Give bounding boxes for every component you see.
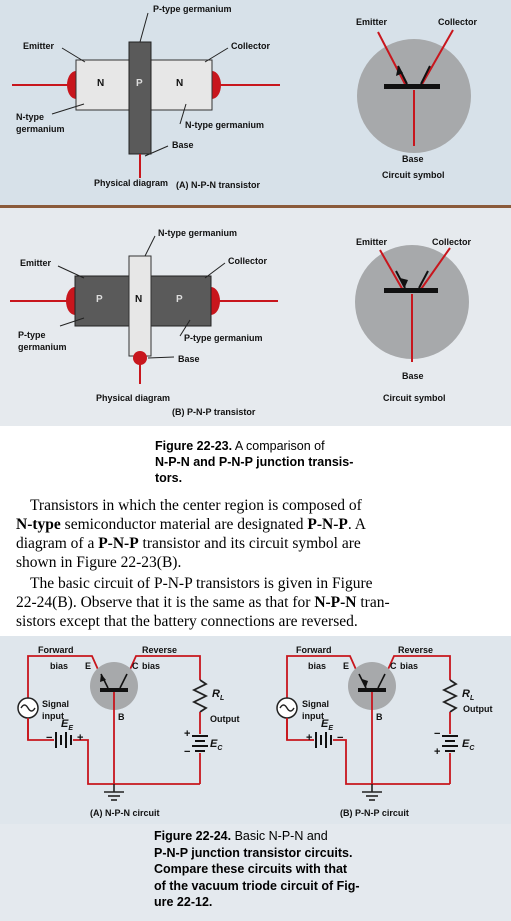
circuit-b-ec: EC [462, 738, 475, 753]
symbol-label-base: Base [402, 154, 424, 164]
symbol-label-collector: Collector [438, 17, 478, 27]
circuit-b-e: E [343, 661, 350, 671]
npn-circuit [17, 655, 209, 801]
circuit-a-caption: (A) N-P-N circuit [90, 808, 160, 818]
paragraph-pnp-circuit: The basic circuit of P-N-P transistors i… [16, 575, 390, 630]
sine-wave-icon [20, 704, 36, 712]
circuit-a-e: E [85, 661, 92, 671]
circuit-a-rl: RL [212, 688, 225, 703]
region-n-right: N [176, 78, 184, 89]
label-n-type-left-2: germanium [16, 124, 65, 134]
circuit-b-bias-right: bias [400, 661, 419, 671]
symbol-caption: Circuit symbol [382, 170, 445, 180]
circuit-a-bias-right: bias [142, 661, 161, 671]
region-p-left: P [96, 294, 103, 305]
circuit-a-reverse: Reverse [142, 645, 178, 655]
circuit-a-forward: Forward [38, 645, 74, 655]
npn-transistor-drawing [12, 12, 471, 178]
label-n-type-left-1: N-type [16, 112, 45, 122]
circuit-b-plus-right: + [434, 746, 441, 758]
circuit-b-forward: Forward [296, 645, 332, 655]
region-p-right: P [176, 294, 183, 305]
figure-22-23-caption: Figure 22-23. A comparison of N-P-N and … [155, 439, 354, 485]
label-base: Base [172, 140, 194, 150]
pnp-emitter-arrow-icon [400, 278, 408, 287]
circuit-b-caption: (B) P-N-P circuit [340, 808, 409, 818]
circuit-b-ee: EE [321, 718, 334, 733]
label-p-type-germanium: P-type germanium [153, 4, 232, 14]
load-resistor-a [191, 679, 209, 713]
circuit-b-output: Output [463, 704, 493, 714]
p-type-block [128, 41, 152, 155]
figure-divider [0, 205, 511, 208]
circuit-a-plus-left: + [77, 732, 84, 744]
figure-circuits-panel: Forward bias E C Reverse bias RL Output … [0, 636, 511, 824]
circuit-b-plus-left: + [306, 732, 313, 744]
n-type-block [128, 255, 152, 357]
figure-pnp-transistor-panel: N-type germanium Emitter Collector P-typ… [0, 208, 511, 426]
load-resistor-b [441, 679, 459, 713]
circuit-a-minus-left: − [46, 732, 53, 744]
circuit-a-output: Output [210, 714, 240, 724]
npn-caption: (A) N-P-N transistor [176, 180, 261, 190]
circuit-a-bias-left: bias [50, 661, 69, 671]
circuit-b-minus-right: − [434, 728, 441, 740]
circuit-a-plus-right: + [184, 728, 191, 740]
figure-22-24-caption-band [0, 824, 511, 921]
circuit-b-reverse: Reverse [398, 645, 434, 655]
pnp-transistor-drawing [10, 235, 469, 384]
npn-emitter-arrow-icon [396, 66, 403, 76]
circuit-a-signal: Signal [42, 699, 70, 709]
label-base-b: Base [178, 354, 200, 364]
circuit-b-minus-left: − [337, 732, 344, 744]
circuit-a-input: input [42, 711, 64, 721]
label-emitter: Emitter [23, 41, 55, 51]
figure-22-24-caption: Figure 22-24. Basic N-P-N and P-N-P junc… [154, 829, 360, 909]
transistor-circuits-drawing [17, 655, 459, 801]
figure-npn-transistor-panel: P-type germanium Emitter Collector N-typ… [0, 0, 511, 205]
label-p-type-left-1: P-type [18, 330, 46, 340]
circuit-b-c: C [390, 661, 397, 671]
npn-circuit-transistor [90, 662, 138, 710]
label-p-type-right: P-type germanium [184, 333, 263, 343]
circuit-a-ec: EC [210, 738, 223, 753]
label-collector-b: Collector [228, 256, 268, 266]
symbol-label-emitter: Emitter [356, 17, 388, 27]
physical-diagram-caption-b: Physical diagram [96, 393, 171, 403]
pnp-circuit-transistor [348, 662, 396, 710]
circuit-a-minus-right: − [184, 746, 191, 758]
circuit-a-c: C [132, 661, 139, 671]
physical-diagram-caption: Physical diagram [94, 178, 169, 188]
circuit-b-rl: RL [462, 688, 475, 703]
circuit-b-input: input [302, 711, 324, 721]
label-n-type-right: N-type germanium [185, 120, 265, 130]
circuit-b-b: B [376, 712, 383, 722]
circuit-a-b: B [118, 712, 125, 722]
label-p-type-left-2: germanium [18, 342, 67, 352]
circuit-a-ee: EE [61, 718, 74, 733]
symbol-label-base-b: Base [402, 371, 424, 381]
region-p-center: P [136, 78, 143, 89]
sine-wave-icon [279, 704, 295, 712]
label-emitter-b: Emitter [20, 258, 52, 268]
region-n-left: N [97, 78, 105, 89]
label-n-type-germanium: N-type germanium [158, 228, 238, 238]
label-collector: Collector [231, 41, 271, 51]
npn-symbol-base-bar [384, 84, 440, 89]
region-n-center: N [135, 294, 143, 305]
circuit-b-bias-left: bias [308, 661, 327, 671]
symbol-caption-b: Circuit symbol [383, 393, 446, 403]
symbol-label-collector-b: Collector [432, 237, 472, 247]
paragraph-pnp-definition: Transistors in which the center region i… [16, 497, 366, 571]
symbol-label-emitter-b: Emitter [356, 237, 388, 247]
pnp-caption: (B) P-N-P transistor [172, 407, 256, 417]
pnp-circuit [276, 655, 459, 801]
circuit-b-signal: Signal [302, 699, 330, 709]
